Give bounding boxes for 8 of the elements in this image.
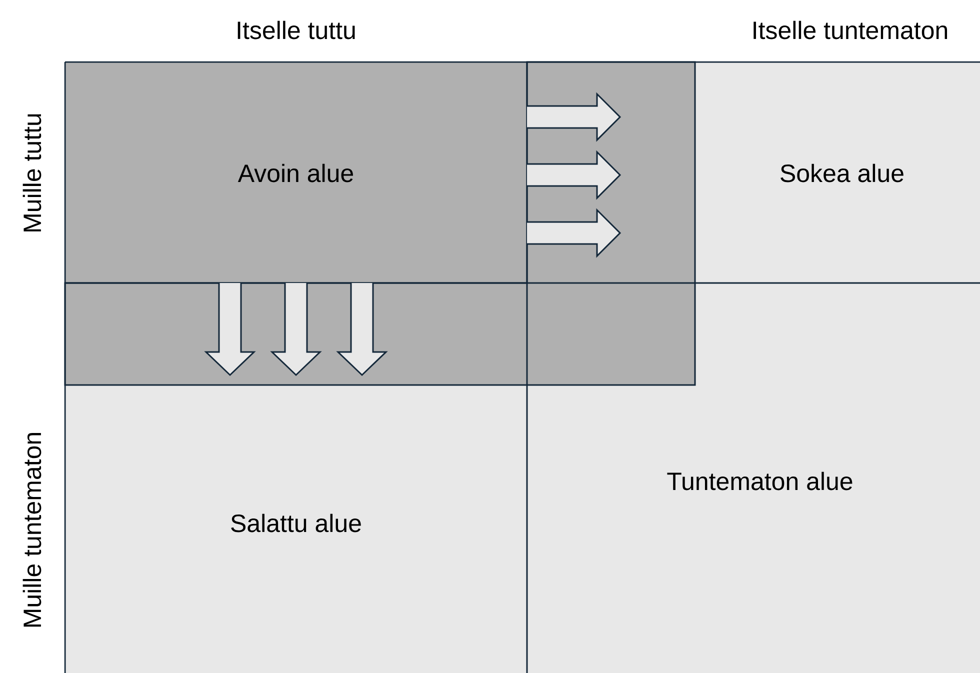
axis-heading: Itselle tuntematon (754, 20, 948, 40)
axis-heading: Muille tuttu (22, 114, 42, 232)
quadrant-label: Salattu alue (231, 514, 361, 532)
quadrant-label: Avoin alue (238, 164, 353, 182)
quadrant-label: Sokea alue (780, 164, 904, 182)
axis-heading: Muille tuntematon (22, 433, 42, 627)
axis-heading: Itselle tuttu (238, 20, 355, 40)
quadrant-label: Tuntematon alue (667, 472, 852, 490)
